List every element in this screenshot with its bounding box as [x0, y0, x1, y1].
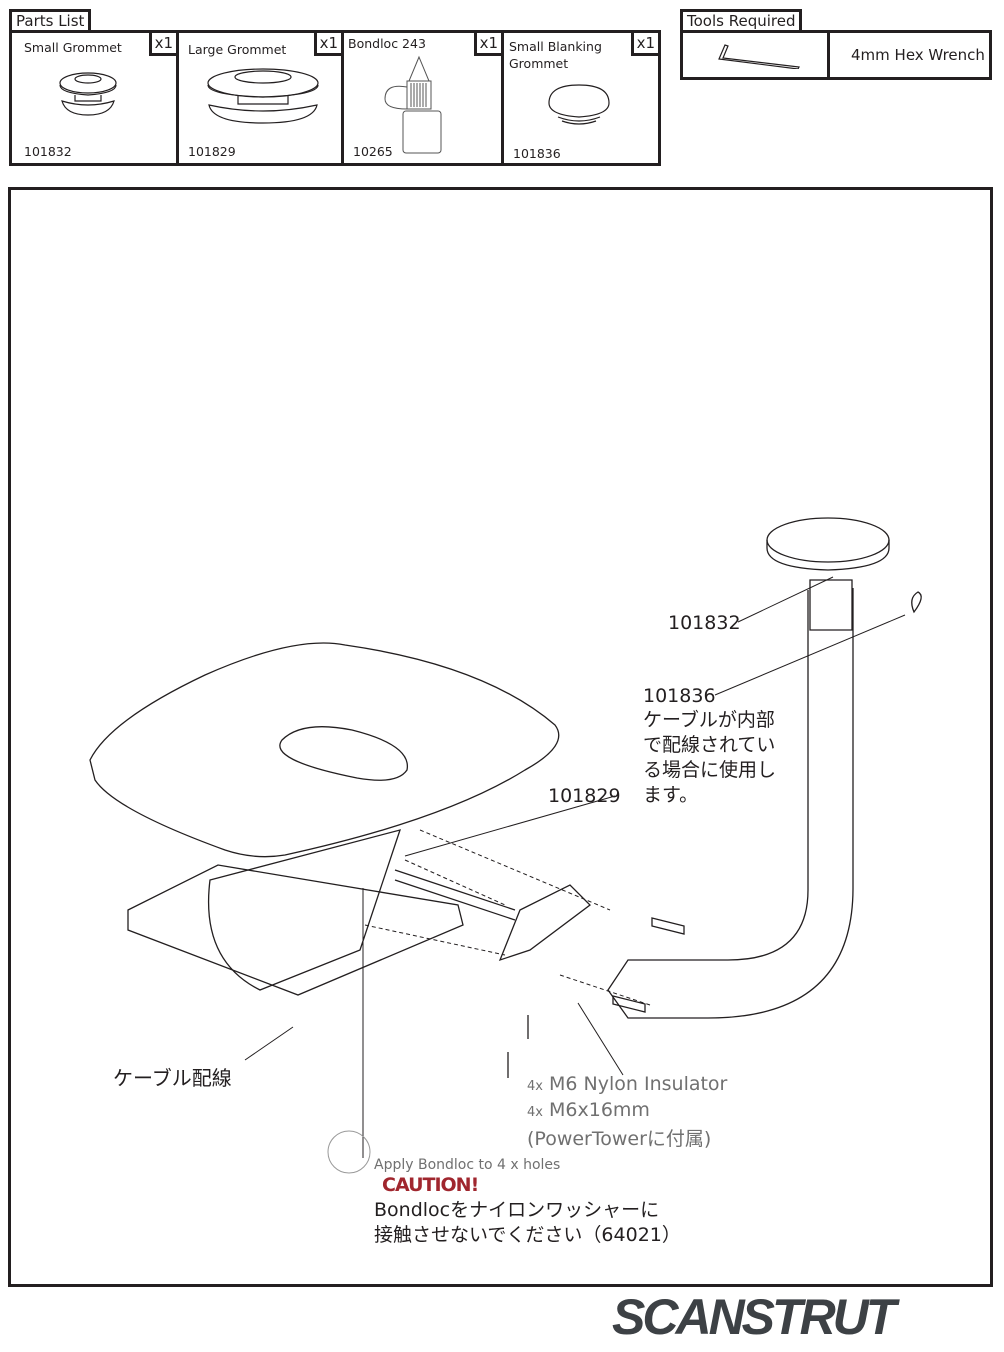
- assembly-diagram: [8, 187, 993, 1287]
- bolt-name: M6x16mm: [549, 1099, 650, 1121]
- note-line: で配線されてい: [643, 734, 776, 756]
- bolt-note: (PowerTowerに付属): [527, 1128, 712, 1150]
- part-qty: x1: [630, 30, 661, 56]
- part-code: 101829: [188, 144, 236, 159]
- power-tower: [607, 588, 854, 1019]
- hex-wrench-icon: [718, 44, 800, 69]
- radar-plate: [89, 642, 560, 858]
- insulator-name: M6 Nylon Insulator: [549, 1073, 728, 1095]
- parts-list: Small Grommet x1 101832 Large Grommet x1…: [9, 30, 661, 166]
- part-blanking-grommet: Small Blanking Grommet x1 101836: [501, 30, 661, 163]
- bondloc-instruction: Apply Bondloc to 4 x holes: [374, 1157, 561, 1173]
- part-code: 101832: [24, 144, 72, 159]
- bolt-label: 4x M6x16mm: [527, 1099, 650, 1121]
- insulator-label: 4x M6 Nylon Insulator: [527, 1073, 727, 1095]
- tools-required-title: Tools Required: [680, 9, 803, 31]
- caution-label: CAUTION!: [382, 1174, 479, 1196]
- base-plate: [127, 864, 464, 996]
- tools-required: 4mm Hex Wrench: [680, 30, 992, 80]
- caution-text: Bondlocをナイロンワッシャーに 接触させないでください（64021）: [374, 1198, 681, 1248]
- part-qty: x1: [313, 30, 344, 56]
- tool-name: 4mm Hex Wrench: [851, 46, 985, 64]
- part-bondloc: Bondloc 243 x1 10265: [341, 30, 504, 163]
- callout-101829: 101829: [548, 785, 621, 807]
- callout-101832: 101832: [668, 612, 741, 634]
- parts-list-title: Parts List: [9, 9, 92, 31]
- part-qty: x1: [148, 30, 179, 56]
- callout-101836: 101836: [643, 685, 716, 707]
- part-name: Large Grommet: [188, 42, 287, 57]
- caution-line: 接触させないでください（64021）: [374, 1224, 681, 1246]
- part-code: 101836: [513, 146, 561, 161]
- blanking-grommet-icon: [548, 84, 610, 125]
- cable-routing-label: ケーブル配線: [113, 1066, 232, 1090]
- small-grommet-icon: [59, 72, 117, 116]
- part-name: Small Grommet: [24, 40, 122, 55]
- part-qty: x1: [473, 30, 504, 56]
- part-small-grommet: Small Grommet x1 101832: [12, 30, 179, 163]
- note-line: ます。: [643, 784, 699, 806]
- part-name: Small Blanking Grommet: [509, 39, 602, 71]
- large-grommet-icon: [207, 68, 319, 124]
- callout-101836-note: ケーブルが内部 で配線されてい る場合に使用し ます。: [643, 708, 776, 808]
- bondloc-bottle-icon: [384, 55, 442, 154]
- note-line: る場合に使用し: [643, 759, 777, 781]
- qty: 4x: [527, 1079, 543, 1094]
- part-large-grommet: Large Grommet x1 101829: [176, 30, 344, 163]
- scanstrut-logo: SCANSTRUT: [612, 1289, 896, 1345]
- part-code: 10265: [353, 144, 393, 159]
- note-line: ケーブルが内部: [643, 709, 775, 731]
- caution-line: Bondlocをナイロンワッシャーに: [374, 1199, 660, 1221]
- part-name: Bondloc 243: [348, 36, 426, 51]
- qty: 4x: [527, 1105, 543, 1120]
